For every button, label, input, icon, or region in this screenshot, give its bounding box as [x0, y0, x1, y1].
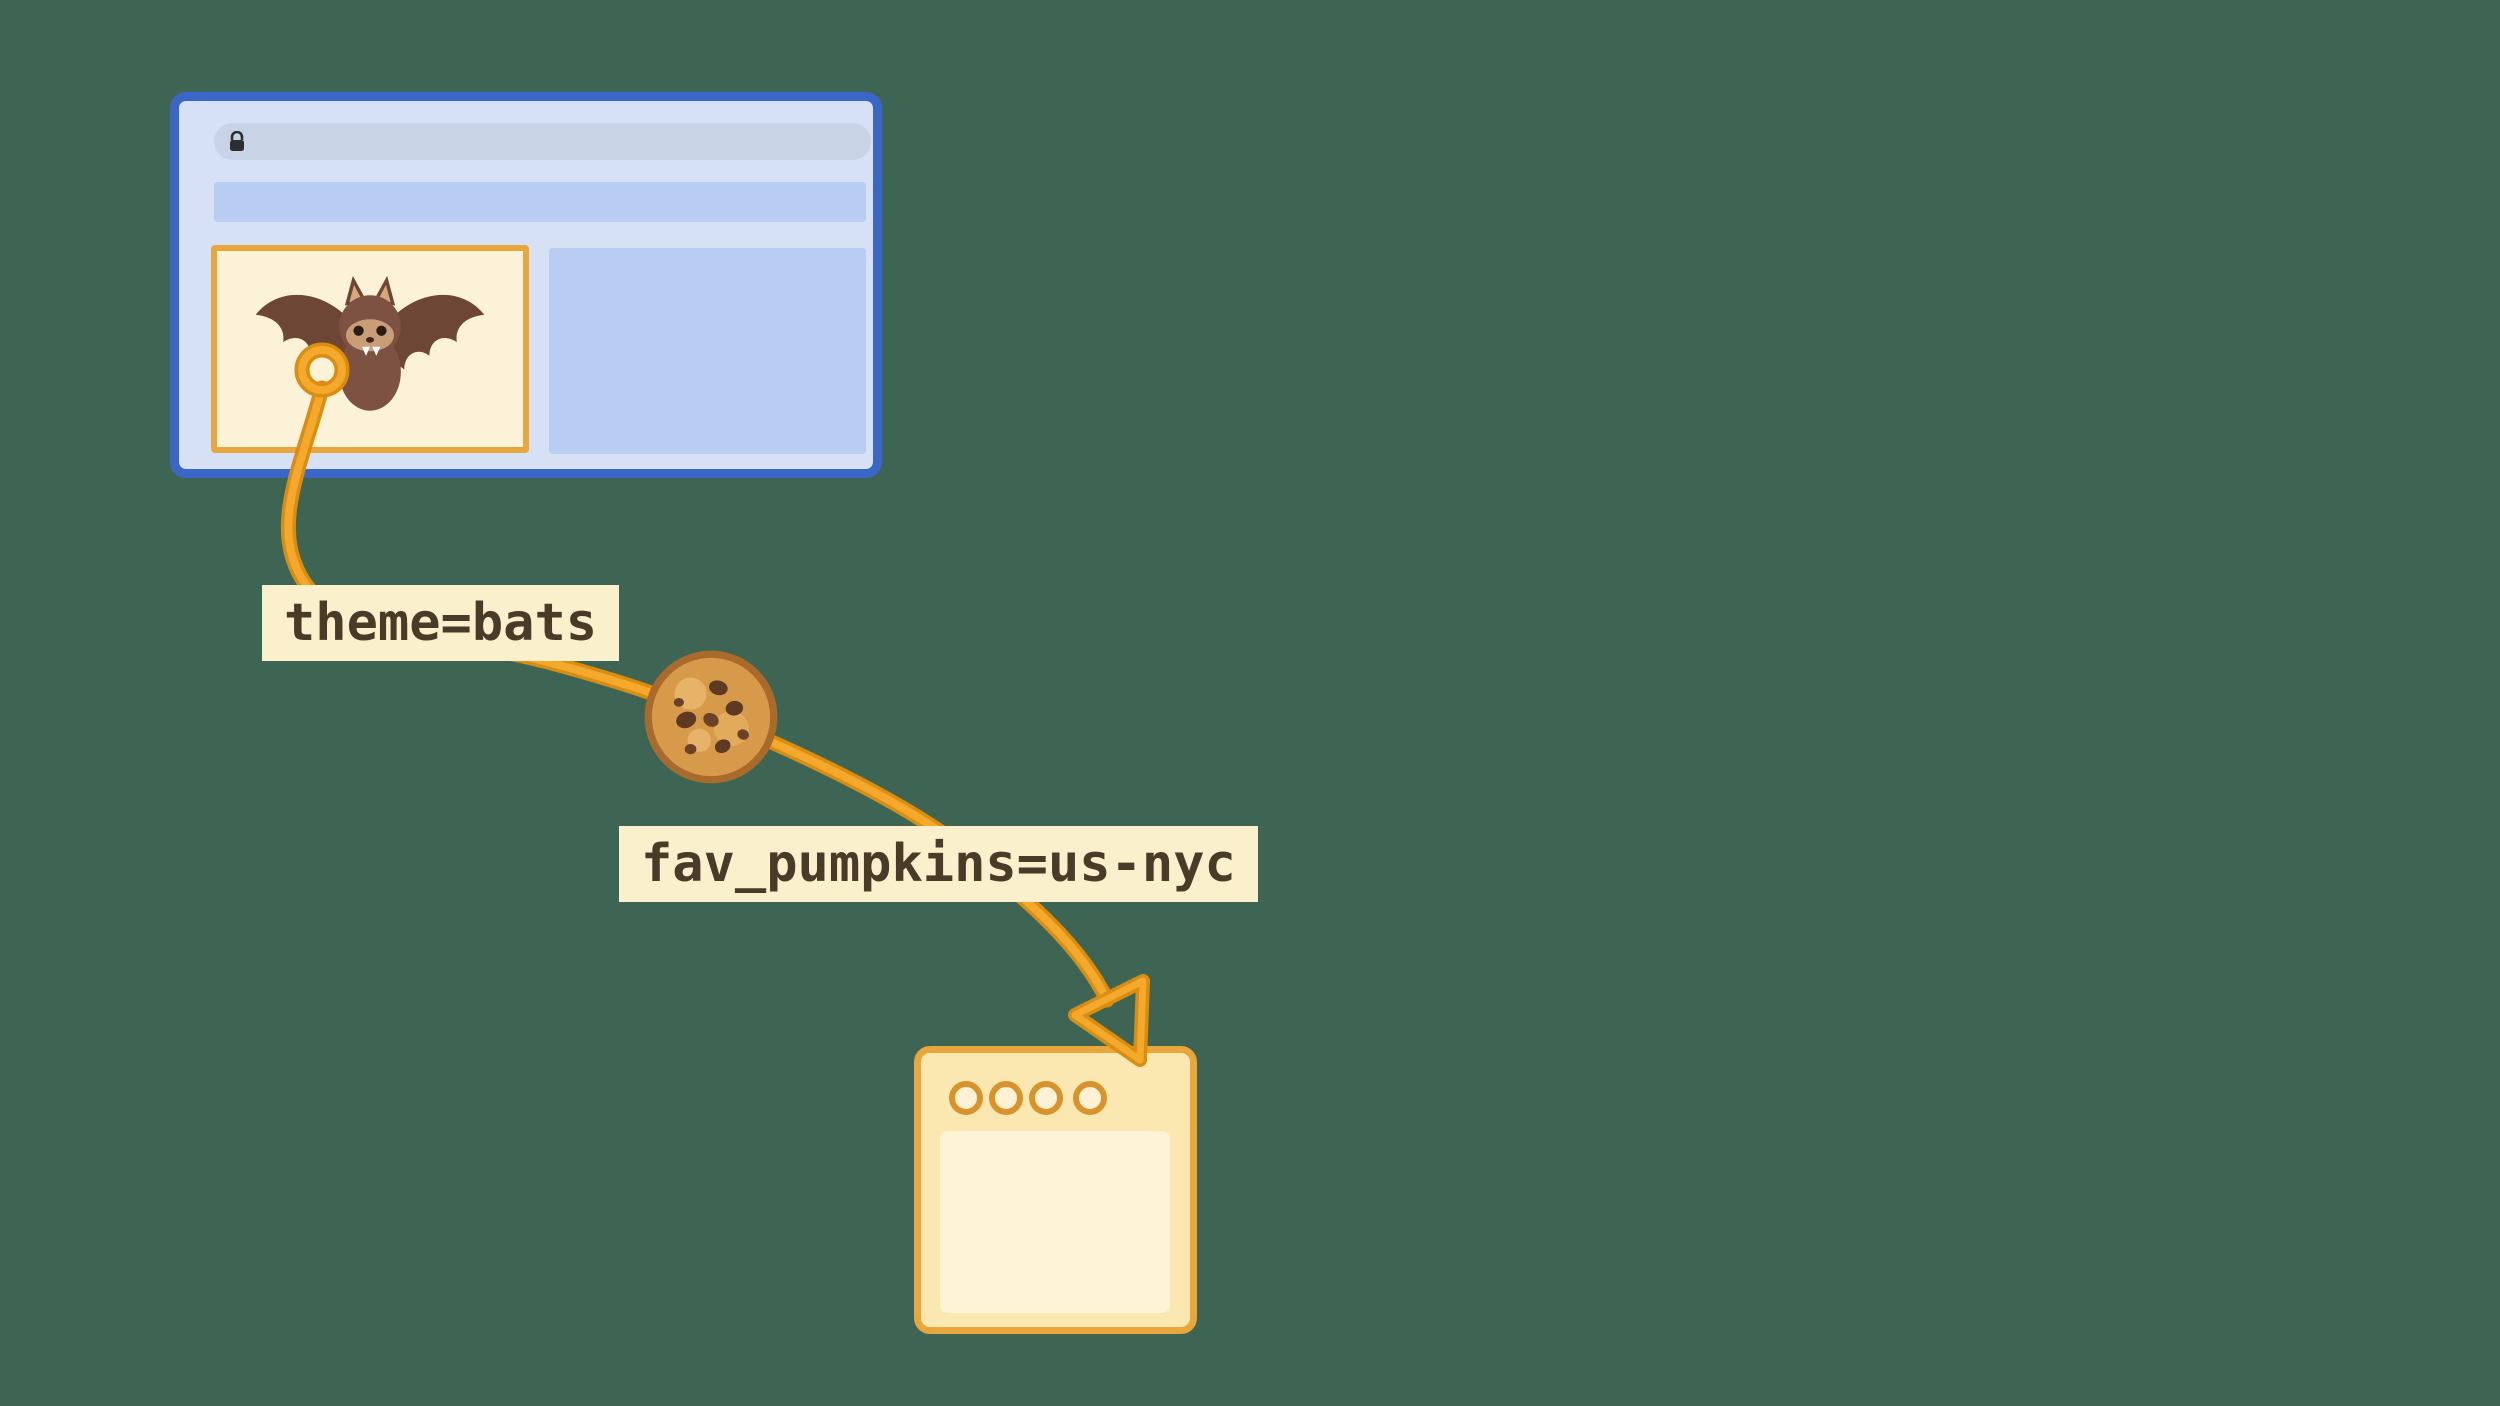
- content-panel: [549, 248, 866, 454]
- cookie-jar-box: [914, 1046, 1197, 1334]
- browser-window: [170, 92, 882, 478]
- bat-panel: [211, 245, 529, 453]
- jar-dot: [1029, 1081, 1063, 1115]
- jar-inner-panel: [940, 1131, 1170, 1313]
- jar-dot: [949, 1081, 983, 1115]
- jar-dot: [989, 1081, 1023, 1115]
- cookie-label-theme: theme=bats: [262, 585, 620, 661]
- jar-dot: [1073, 1081, 1107, 1115]
- address-bar: [214, 123, 871, 160]
- bat-illustration: [255, 275, 485, 411]
- cookie-icon: [644, 650, 778, 784]
- nav-bar: [214, 182, 866, 222]
- cookie-label-fav-pumpkins: fav_pumpkins=us-nyc: [619, 826, 1258, 902]
- lock-icon: [228, 130, 246, 153]
